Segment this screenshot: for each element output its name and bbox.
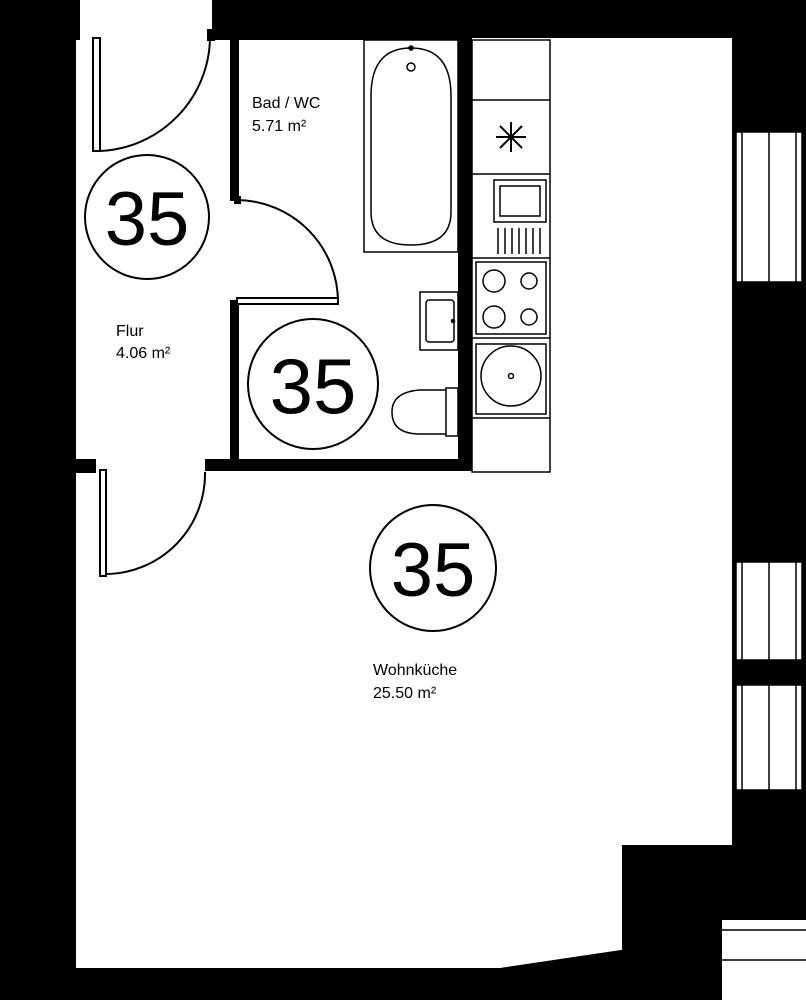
- wall-bath-left-upper: [230, 38, 239, 201]
- washbasin: [419, 291, 459, 351]
- doors: [92, 29, 340, 577]
- entry-frame-right: [212, 0, 216, 40]
- badge-wohnkueche: 35: [369, 504, 497, 632]
- toilet: [391, 387, 459, 437]
- entry-door: [92, 29, 215, 152]
- wall-bottom: [50, 935, 722, 1000]
- wall-far-left: [0, 0, 52, 1000]
- badge-wohnkueche-number: 35: [391, 528, 476, 613]
- living-room-door: [99, 469, 207, 577]
- fridge: [496, 122, 526, 152]
- room-label-wohnkueche: Wohnküche: [373, 662, 457, 679]
- room-label-flur: Flur: [116, 323, 144, 340]
- room-label-bad: Bad / WC: [252, 95, 320, 112]
- badge-bad: 35: [247, 318, 379, 450]
- entry-opening: [76, 0, 216, 40]
- room-area-bad: 5.71 m²: [252, 118, 307, 135]
- room-area-flur: 4.06 m²: [116, 345, 171, 362]
- wall-flur-stub: [50, 459, 96, 473]
- badge-flur: 35: [84, 154, 210, 280]
- bathtub: [363, 39, 459, 253]
- entry-frame-left: [76, 0, 80, 40]
- windows: [722, 131, 806, 1000]
- kitchen-counter: [471, 39, 551, 473]
- kitchen-sink: [475, 343, 547, 415]
- wall-bath-left-lower: [230, 300, 239, 470]
- badge-flur-number: 35: [105, 177, 190, 262]
- room-area-wohnkueche: 25.50 m²: [373, 685, 437, 702]
- bathroom-door: [234, 196, 340, 305]
- wall-left: [50, 0, 76, 1000]
- wall-bath-bottom: [205, 459, 472, 471]
- wall-bath-top: [216, 30, 472, 40]
- badge-bad-number: 35: [270, 342, 357, 430]
- cooktop: [475, 261, 547, 335]
- oven: [493, 179, 547, 254]
- wall-bath-right: [458, 38, 472, 468]
